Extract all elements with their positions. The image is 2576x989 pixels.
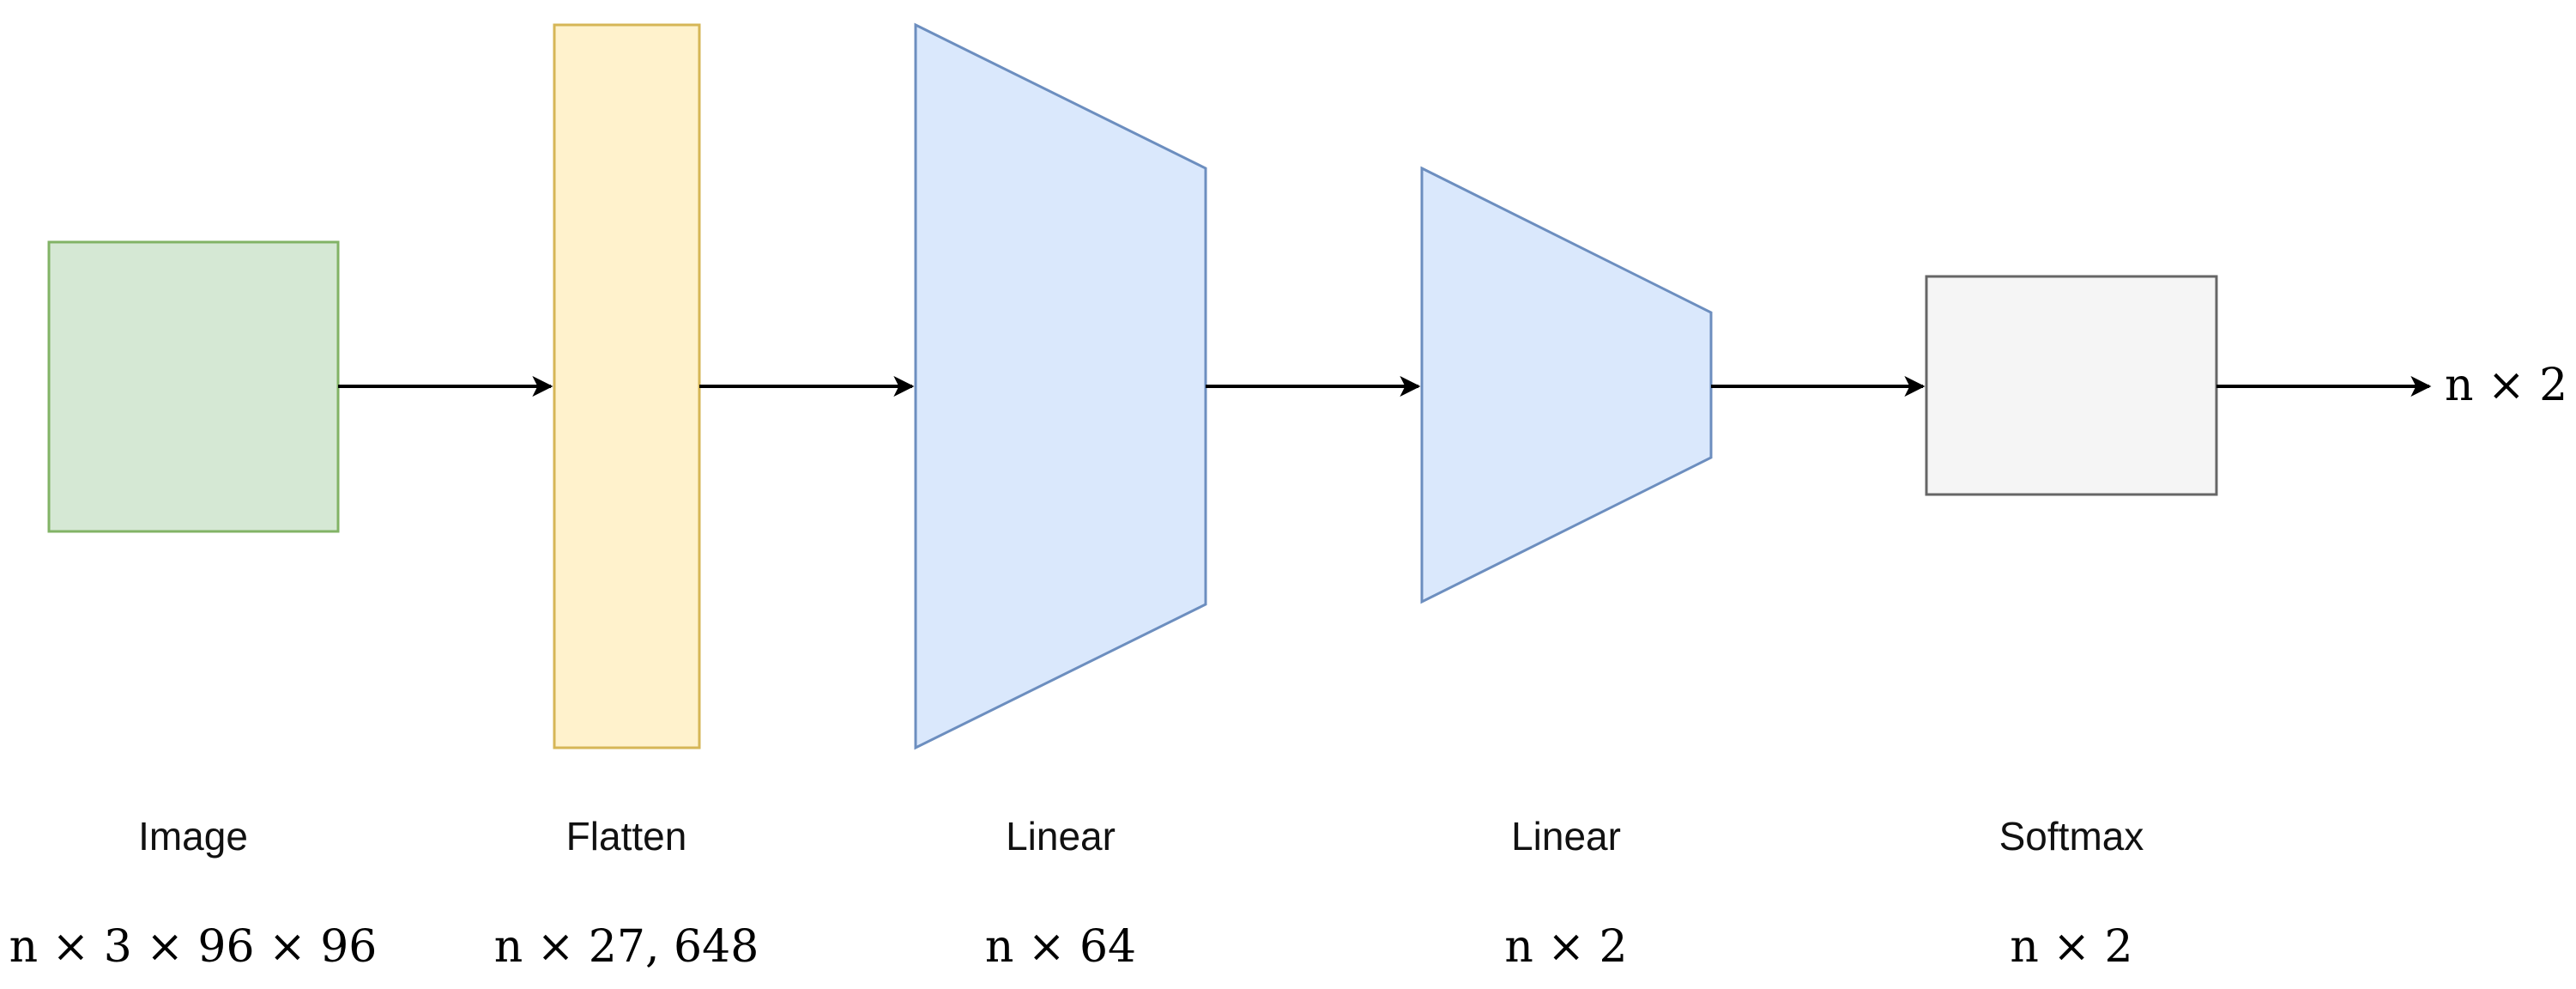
linear-64-shape: n × 64 bbox=[985, 921, 1136, 973]
linear-64-label: Linear bbox=[1006, 814, 1116, 859]
flatten-block bbox=[553, 23, 701, 749]
linear-64-block bbox=[914, 22, 1207, 750]
softmax-label: Softmax bbox=[1999, 814, 2144, 859]
flatten-shape: n × 27, 648 bbox=[494, 921, 759, 973]
linear-2-label: Linear bbox=[1511, 814, 1621, 859]
softmax-shape: n × 2 bbox=[2010, 921, 2132, 973]
image-block bbox=[47, 240, 340, 533]
image-shape: n × 3 × 96 × 96 bbox=[9, 921, 378, 973]
linear-2-shape: n × 2 bbox=[1504, 921, 1627, 973]
softmax-block bbox=[1925, 275, 2218, 496]
output-shape-label: n × 2 bbox=[2445, 360, 2567, 411]
linear-2-block bbox=[1420, 166, 1713, 604]
flatten-label: Flatten bbox=[566, 814, 687, 859]
image-label: Image bbox=[138, 814, 248, 859]
